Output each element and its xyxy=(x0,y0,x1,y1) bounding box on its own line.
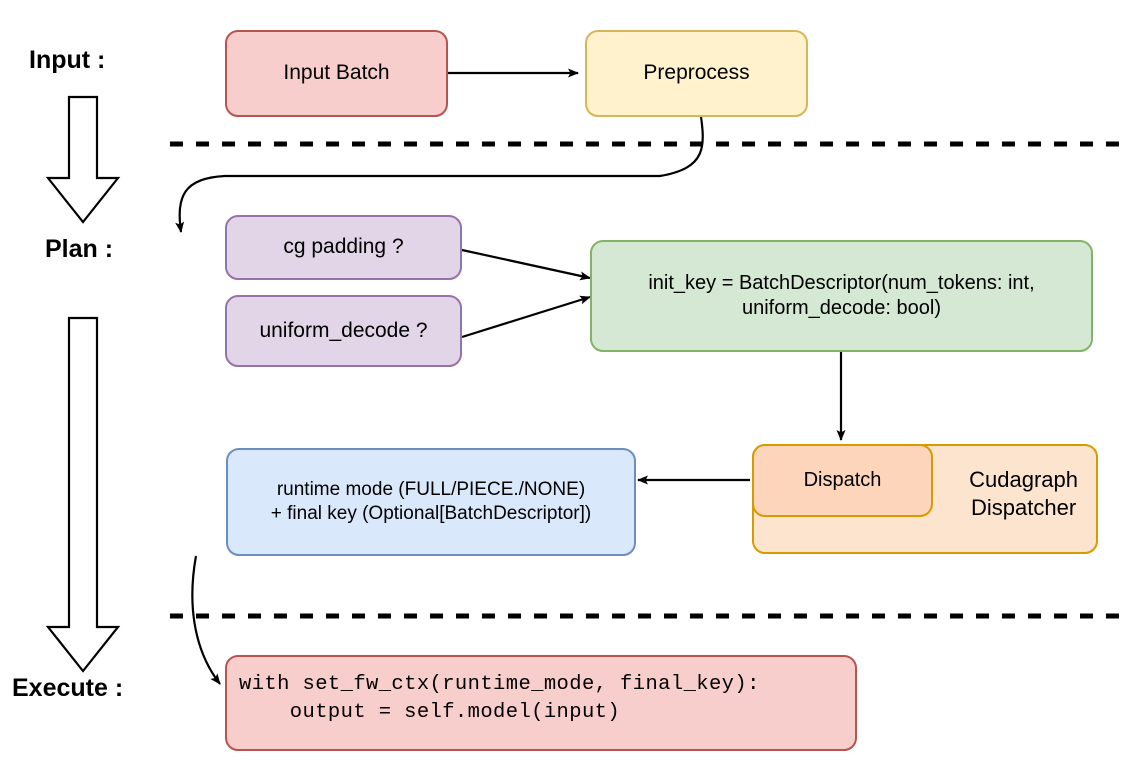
input-to-plan-arrow xyxy=(45,95,121,224)
node-cg-padding-label: cg padding ? xyxy=(283,235,404,259)
node-init-key[interactable]: init_key = BatchDescriptor(num_tokens: i… xyxy=(590,240,1093,352)
node-execute-code-label: with set_fw_ctx(runtime_mode, final_key)… xyxy=(239,673,760,724)
node-dispatch-label: Dispatch xyxy=(803,469,882,491)
node-runtime-mode-label: runtime mode (FULL/PIECE./NONE) + final … xyxy=(270,479,592,524)
edge-runtime-mode-to-execute-code xyxy=(191,555,221,685)
node-uniform-decode[interactable]: uniform_decode ? xyxy=(225,295,462,367)
node-preprocess[interactable]: Preprocess xyxy=(585,30,808,117)
node-input-batch[interactable]: Input Batch xyxy=(225,30,448,117)
node-init-key-label: init_key = BatchDescriptor(num_tokens: i… xyxy=(648,272,1035,319)
stage-label-plan: Plan : xyxy=(45,235,114,263)
node-preprocess-label: Preprocess xyxy=(643,61,750,85)
edge-preprocess-to-cg-padding xyxy=(175,109,704,233)
node-runtime-mode[interactable]: runtime mode (FULL/PIECE./NONE) + final … xyxy=(226,448,636,556)
stage-label-execute: Execute : xyxy=(12,674,124,702)
node-cudagraph-dispatcher-label: Cudagraph Dispatcher xyxy=(969,467,1078,520)
node-uniform-decode-label: uniform_decode ? xyxy=(259,318,428,342)
node-execute-code[interactable]: with set_fw_ctx(runtime_mode, final_key)… xyxy=(225,655,857,751)
node-cg-padding[interactable]: cg padding ? xyxy=(225,215,462,280)
node-dispatch[interactable]: Dispatch xyxy=(752,444,933,517)
stage-label-input: Input : xyxy=(29,46,106,74)
edge-uniform-decode-to-init-key xyxy=(461,295,591,339)
edge-cg-padding-to-init-key xyxy=(461,248,591,281)
node-input-batch-label: Input Batch xyxy=(283,61,390,85)
plan-to-execute-arrow xyxy=(45,316,121,673)
